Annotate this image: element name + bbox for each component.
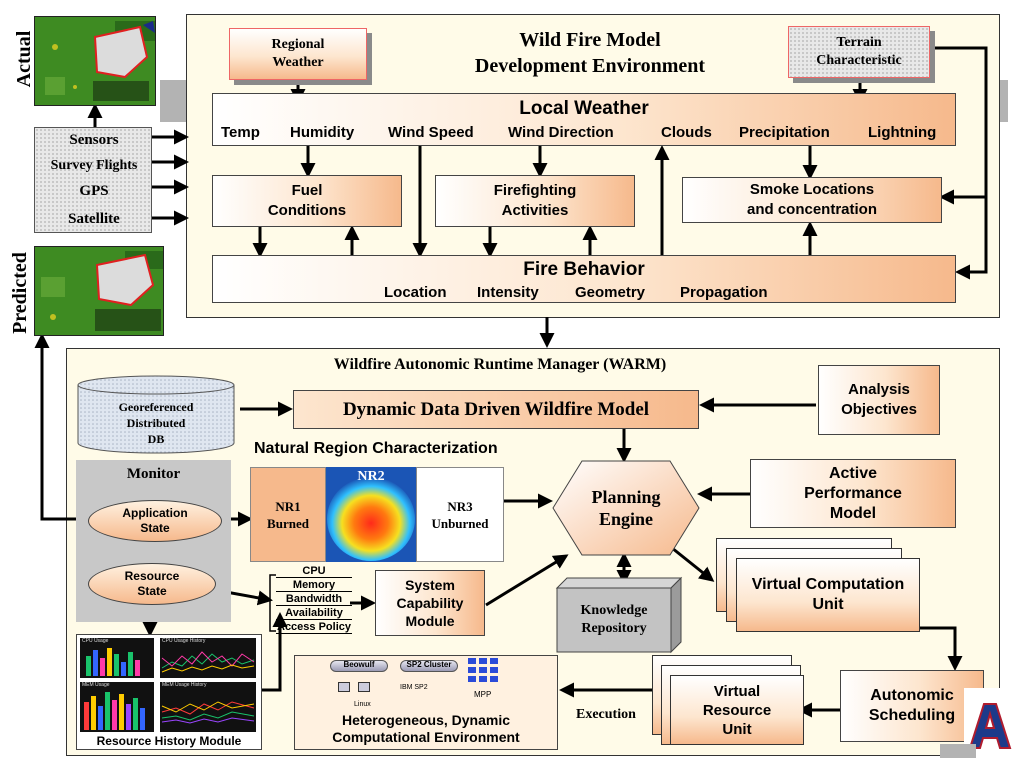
- autonomic-scheduling-box: Autonomic Scheduling: [840, 670, 984, 742]
- beowulf-label: Beowulf: [343, 660, 375, 669]
- db-label: Georeferenced Distributed DB: [118, 400, 194, 446]
- fb-location: Location: [384, 284, 447, 301]
- lw-clouds: Clouds: [661, 124, 712, 141]
- mem-history-chart: MEM Usage History: [160, 682, 256, 732]
- sp2-cluster-label: SP2 Cluster: [406, 660, 452, 669]
- cpu-history-lines: [161, 651, 255, 673]
- sensor-item: Satellite: [68, 211, 120, 227]
- predicted-fire-map: [34, 246, 164, 336]
- actual-fire-map: [34, 16, 156, 106]
- capability-access-policy: Access Policy: [276, 621, 352, 634]
- mem-usage-chart: MEM Usage: [80, 682, 154, 732]
- computer-icon: [358, 682, 370, 692]
- fb-intensity: Intensity: [477, 284, 539, 301]
- mpp-grid-icon: [468, 658, 498, 682]
- mem-usage-bars: [84, 692, 145, 730]
- vcu-box: Virtual Computation Unit: [736, 558, 920, 632]
- knowledge-repository-label: Knowledge Repository: [580, 603, 648, 636]
- sensor-item: Sensors: [69, 132, 119, 148]
- nr2-label: NR2: [357, 469, 385, 484]
- capability-bandwidth: Bandwidth: [276, 593, 352, 606]
- mpp-label: MPP: [474, 690, 492, 699]
- lw-humidity: Humidity: [290, 124, 355, 141]
- firefighting-box: Firefighting Activities: [435, 175, 635, 227]
- cpu-usage-chart: CPU Usage: [80, 638, 154, 678]
- dddwm-box: Dynamic Data Driven Wildfire Model: [293, 390, 699, 429]
- knowledge-repository-box: [555, 576, 683, 654]
- mem-history-lines: [161, 701, 255, 724]
- vru-box: Virtual Resource Unit: [670, 675, 804, 745]
- local-weather-title: Local Weather: [519, 98, 649, 119]
- lw-precipitation: Precipitation: [739, 124, 830, 141]
- sensor-item: GPS: [79, 183, 109, 199]
- capability-cpu: CPU: [276, 565, 352, 578]
- nr3-region: NR3 Unburned: [416, 467, 504, 562]
- actual-label: Actual: [13, 30, 35, 88]
- nr2-heatmap: [326, 467, 416, 562]
- hetero-env-label: Heterogeneous, Dynamic Computational Env…: [332, 712, 520, 745]
- smoke-box: Smoke Locations and concentration: [682, 177, 942, 223]
- planning-engine-label: Planning Engine: [591, 487, 661, 529]
- regional-weather-box: Regional Weather: [229, 28, 367, 80]
- cpu-usage-bars: [86, 648, 140, 676]
- application-state-ellipse: Application State: [88, 500, 222, 542]
- chart-title: CPU Usage: [82, 638, 109, 644]
- fire-behavior-box: [212, 255, 956, 303]
- fire-behavior-title: Fire Behavior: [523, 259, 645, 280]
- lw-lightning: Lightning: [868, 124, 937, 141]
- lw-wind-speed: Wind Speed: [388, 124, 474, 141]
- nrc-title: Natural Region Characterization: [254, 440, 498, 457]
- sensors-box: Sensors Survey Flights GPS Satellite: [34, 127, 152, 233]
- sensor-item: Survey Flights: [50, 158, 138, 173]
- db-cylinder: [77, 375, 235, 454]
- nr1-region: NR1 Burned: [250, 467, 326, 562]
- monitor-title: Monitor: [126, 466, 181, 482]
- fb-geometry: Geometry: [575, 284, 646, 301]
- chart-title: MEM Usage: [82, 682, 110, 688]
- capability-availability: Availability: [276, 607, 352, 620]
- system-capability-box: System Capability Module: [375, 570, 485, 636]
- capability-memory: Memory: [276, 579, 352, 592]
- resource-state-ellipse: Resource State: [88, 563, 216, 605]
- planning-engine-hexagon: [552, 460, 700, 556]
- ibm-sp2-label: IBM SP2: [400, 684, 428, 691]
- fuel-conditions-box: Fuel Conditions: [212, 175, 402, 227]
- sp2-cluster-icon: [400, 660, 458, 672]
- execution-label: Execution: [576, 707, 636, 722]
- active-performance-box: Active Performance Model: [750, 459, 956, 528]
- lw-wind-direction: Wind Direction: [508, 124, 614, 141]
- terrain-box: Terrain Characteristic: [788, 26, 930, 78]
- beowulf-cluster-icon: [330, 660, 388, 672]
- chart-title: MEM Usage History: [162, 682, 207, 688]
- computer-icon: [338, 682, 350, 692]
- chart-title: CPU Usage History: [162, 638, 206, 644]
- fb-propagation: Propagation: [680, 284, 768, 301]
- predicted-label: Predicted: [9, 252, 31, 334]
- university-logo: [940, 688, 1020, 758]
- lw-temp: Temp: [221, 124, 260, 141]
- cpu-history-chart: CPU Usage History: [160, 638, 256, 678]
- resource-history-label: Resource History Module: [96, 734, 242, 748]
- local-weather-box: [212, 93, 956, 146]
- linux-label: Linux: [354, 701, 371, 708]
- analysis-objectives-box: Analysis Objectives: [818, 365, 940, 435]
- warm-title: Wildfire Autonomic Runtime Manager (WARM…: [333, 356, 667, 373]
- dev-env-title: Wild Fire Model Development Environment: [474, 29, 706, 77]
